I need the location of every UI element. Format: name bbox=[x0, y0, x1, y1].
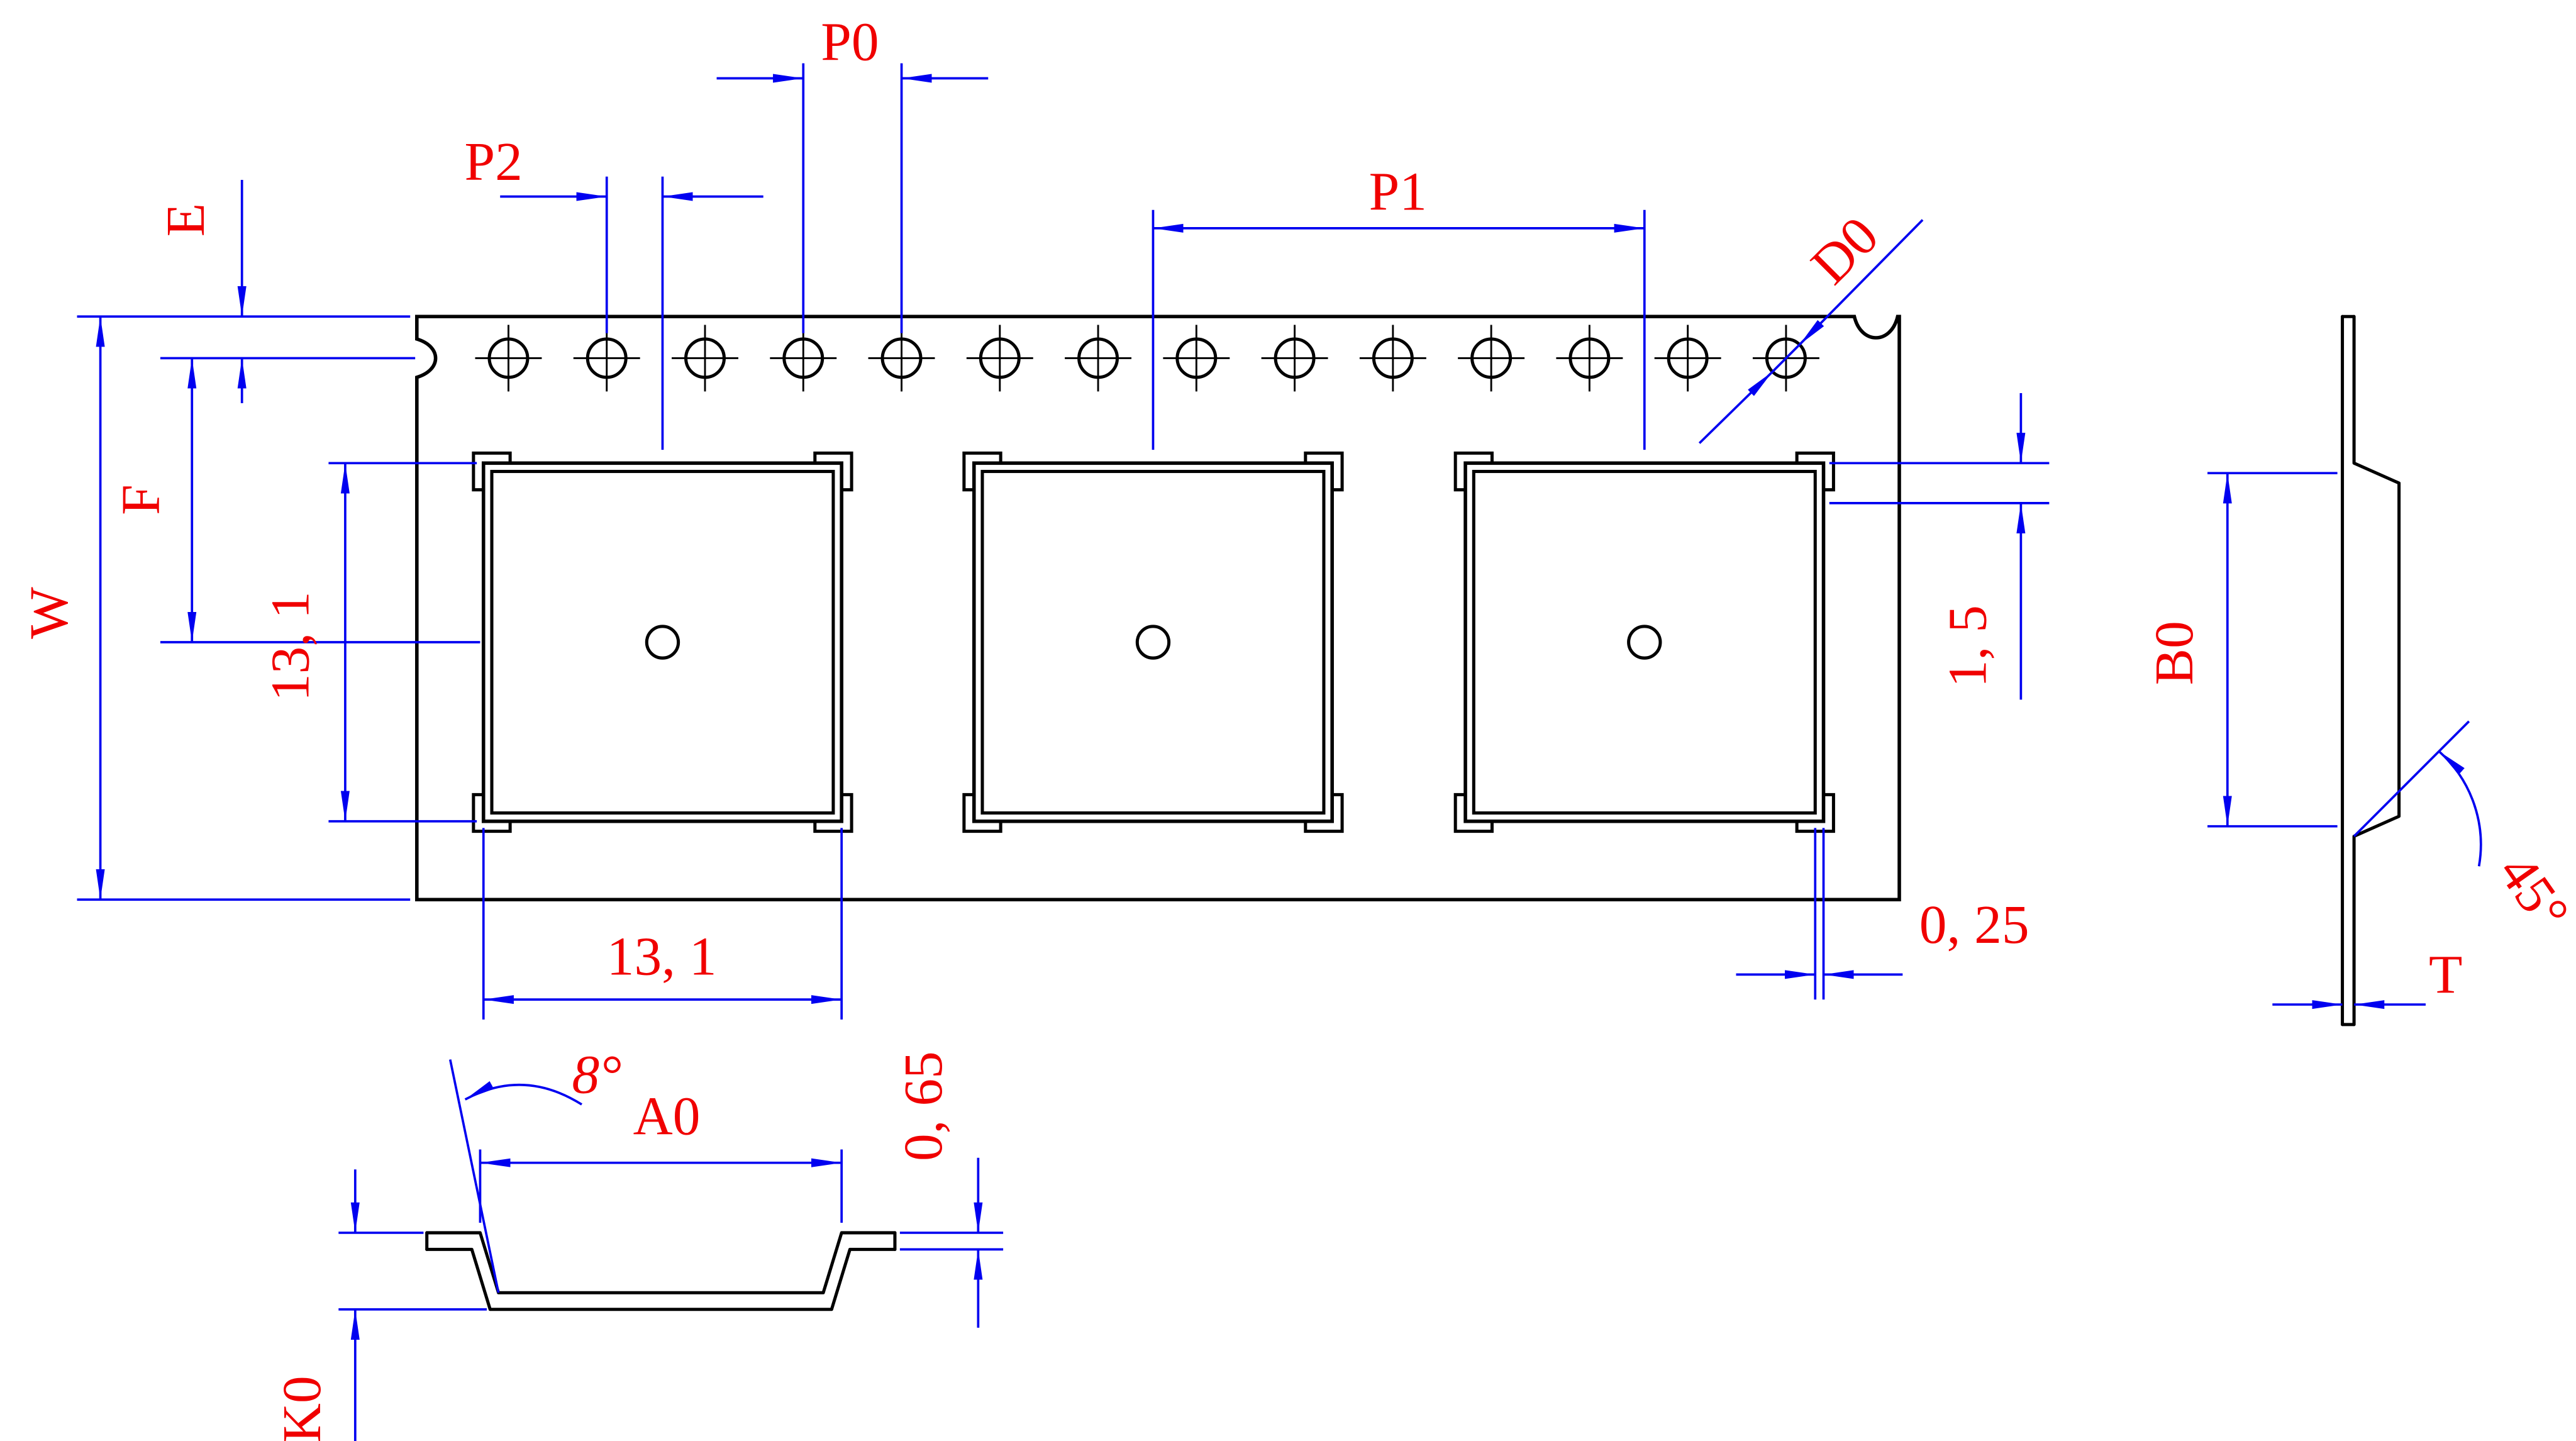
dim-label-p1: P1 bbox=[1369, 161, 1427, 222]
dim-label-p2: P2 bbox=[464, 131, 522, 192]
component-pockets bbox=[474, 453, 1834, 831]
pocket-cavity-2 bbox=[964, 453, 1342, 831]
dim-ext-a0 bbox=[479, 1149, 843, 1223]
dim-label-f: F bbox=[109, 484, 170, 515]
dim-ext-pocket-width bbox=[482, 828, 843, 1020]
dim-ext-pocket-height bbox=[328, 462, 477, 823]
dim-label-pocket-width: 13, 1 bbox=[607, 925, 717, 986]
dim-label-b0: B0 bbox=[2143, 621, 2204, 685]
tape-side-view bbox=[2341, 314, 2401, 1027]
dim-label-e: E bbox=[155, 203, 216, 236]
dim-label-p0: P0 bbox=[821, 11, 879, 72]
dim-label-pocket-height: 13, 1 bbox=[260, 591, 321, 701]
section-profile-upper bbox=[425, 1231, 897, 1294]
dim-label-ledge: 1, 5 bbox=[1937, 605, 1998, 687]
dim-arc-45 bbox=[2438, 750, 2482, 867]
dim-ext-p2 bbox=[605, 176, 664, 450]
pocket-cavity-1 bbox=[474, 453, 852, 831]
dim-ext-k0 bbox=[338, 1232, 487, 1311]
side-profile-caps bbox=[2341, 314, 2356, 1027]
dim-label-w: W bbox=[18, 587, 79, 639]
dim-label-d0: D0 bbox=[1799, 205, 1890, 296]
dim-ext-w bbox=[77, 315, 411, 901]
dim-ext-p0 bbox=[802, 63, 903, 333]
dim-label-a0: A0 bbox=[633, 1086, 701, 1147]
dim-label-wall-thickness: 0, 25 bbox=[1919, 894, 2029, 955]
dim-label-45deg: 45° bbox=[2487, 843, 2576, 942]
section-profile-lower bbox=[425, 1247, 897, 1311]
dim-line-d0-mid bbox=[1772, 343, 1801, 373]
dimension-lines bbox=[77, 63, 2482, 1441]
dim-ext-p1 bbox=[1152, 209, 1646, 450]
dim-arc-8 bbox=[464, 1081, 582, 1106]
dim-ext-ledge bbox=[1829, 462, 2050, 504]
dim-line-8-ref bbox=[448, 1059, 500, 1293]
dim-ext-flange bbox=[899, 1232, 1004, 1251]
dim-line-d0-lower bbox=[1698, 370, 1774, 444]
dim-label-8deg: 8° bbox=[572, 1043, 622, 1104]
dimension-labels: P0 P2 P1 E F W 13, 1 D0 1, 5 0, 25 13, 1… bbox=[18, 11, 2576, 1441]
side-profile-inner bbox=[2352, 314, 2401, 1027]
dim-line-45-ref bbox=[2353, 720, 2470, 837]
dim-label-k0: K0 bbox=[271, 1376, 332, 1441]
tape-top-view bbox=[415, 314, 1901, 902]
dim-line-d0-upper bbox=[1799, 219, 1924, 346]
pocket-section-view bbox=[425, 1231, 897, 1311]
dim-label-flange-thickness: 0, 65 bbox=[892, 1051, 953, 1161]
pocket-cavity-3 bbox=[1455, 453, 1833, 831]
section-profile-ends bbox=[425, 1231, 897, 1251]
dim-label-t: T bbox=[2429, 944, 2462, 1005]
